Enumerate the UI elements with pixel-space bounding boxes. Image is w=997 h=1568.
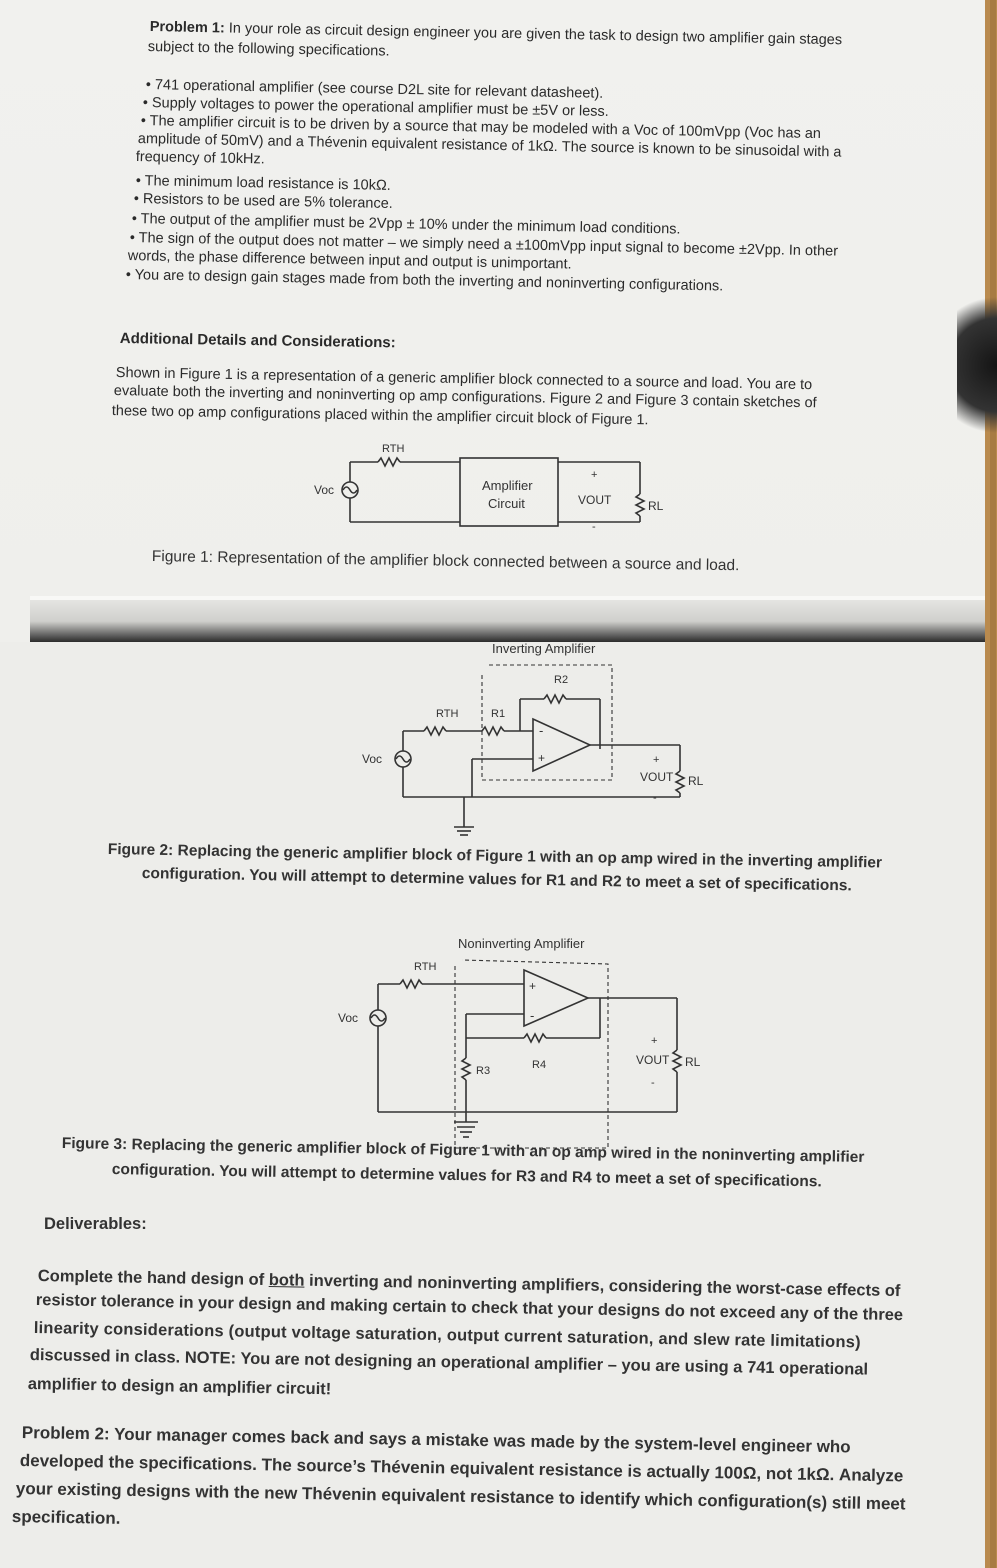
figure2-r1-label: R1 [491,708,505,720]
figure2-r2-label: R2 [554,674,568,686]
figure3-r3-label: R3 [476,1065,490,1077]
problem2-line4: specification. [11,1507,121,1528]
figure2-vout-label: VOUT [640,770,674,784]
figure3-title: Noninverting Amplifier [458,936,585,951]
figure1-vout-label: VOUT [578,493,612,507]
emphasis-both: both [268,1271,305,1290]
figure2-diagram: Inverting Amplifier R2 RTH R1 [362,641,704,836]
spec-bullet-tolerance: • Resistors to be used are 5% tolerance. [133,190,393,212]
problem1-label: Problem 1: [149,18,225,37]
figure3-out-plus: + [651,1035,657,1047]
paper-fold-shadow [30,596,985,642]
figure2-out-minus: - [653,792,657,804]
figure3-vout-label: VOUT [636,1053,670,1067]
figure1-minus: - [592,521,596,533]
deliverables-heading: Deliverables: [44,1215,147,1233]
figure1-block-label-2: Circuit [488,496,525,511]
figure3-diagram: Noninverting Amplifier RTH [338,936,701,1149]
figure3-rl-label: RL [685,1055,701,1069]
figure3-opamp-minus: - [530,1008,534,1023]
figure1-rl-label: RL [648,499,664,513]
figure3-out-minus: - [651,1077,655,1089]
figure1-diagram: RTH Voc Amplifier Circuit + VOUT - RL [314,443,664,533]
figure1-plus: + [591,469,597,481]
figure2-title: Inverting Amplifier [492,641,596,656]
additional-heading: Additional Details and Considerations: [119,330,396,352]
figure2-out-plus: + [653,754,659,766]
figure2-rth-label: RTH [436,708,458,720]
problem2-label: Problem 2: [21,1423,110,1444]
figure2-voc-label: Voc [362,752,382,766]
paper-fold-edge [30,596,985,600]
figure2-opamp-minus: - [539,723,543,738]
figure2-rl-label: RL [688,774,704,788]
figure3-r4-label: R4 [532,1059,546,1071]
problem1-intro-line2: subject to the following specifications. [147,38,390,60]
figure3-opamp-plus: + [529,979,536,993]
figure1-block-label-1: Amplifier [482,478,533,493]
dark-object-edge [957,290,997,440]
spec-bullet-source-freq: frequency of 10kHz. [135,148,265,168]
figure1-rth-label: RTH [382,443,404,455]
figure2-opamp-plus: + [538,751,545,765]
figure1-voc-label: Voc [314,483,334,497]
figure3-voc-label: Voc [338,1011,358,1025]
figure3-rth-label: RTH [414,961,436,973]
